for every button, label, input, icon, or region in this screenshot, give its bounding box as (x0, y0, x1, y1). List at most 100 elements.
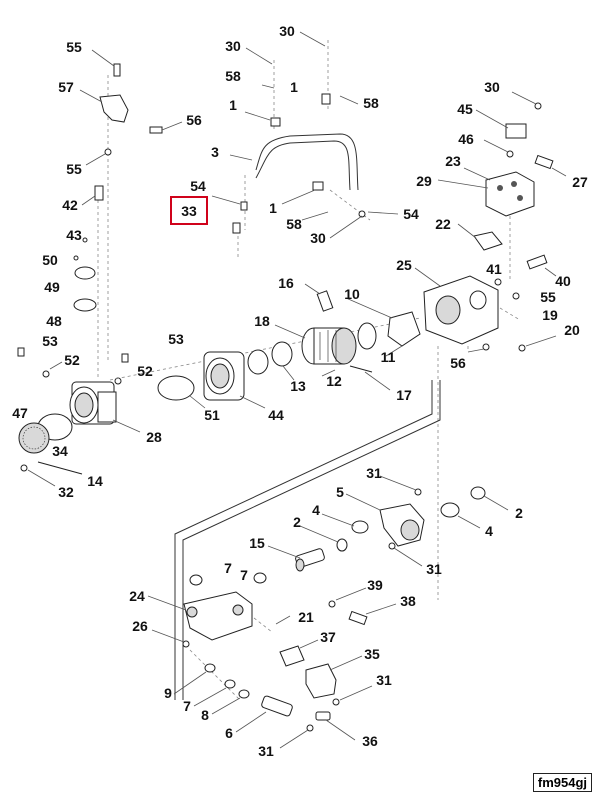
lower-routing-lines (174, 380, 441, 700)
callout-5: 5 (336, 484, 344, 500)
callout-13: 13 (290, 378, 306, 394)
callout-54: 54 (403, 206, 419, 222)
callout-37: 37 (320, 629, 336, 645)
callout-15: 15 (249, 535, 265, 551)
washer-55-right (512, 292, 520, 300)
oring-8 (238, 689, 250, 699)
ring-12 (357, 322, 377, 350)
callout-30: 30 (310, 230, 326, 246)
fitting-1-c (312, 181, 324, 191)
callout-54: 54 (190, 178, 206, 194)
seal-13a (247, 349, 269, 375)
screen-34 (18, 422, 50, 454)
fitting-1-a (270, 117, 281, 127)
callout-30: 30 (225, 38, 241, 54)
fitting-33 (232, 222, 241, 234)
callout-55: 55 (66, 39, 82, 55)
callout-30: 30 (484, 79, 500, 95)
callout-57: 57 (58, 79, 74, 95)
module-35 (305, 663, 337, 699)
manifold-24-group (147, 545, 397, 749)
callout-11: 11 (381, 349, 396, 365)
seal-51 (157, 375, 195, 401)
clip-16 (316, 290, 334, 312)
oring-7-a (253, 572, 267, 584)
throttle-body-28 (69, 381, 117, 425)
washer-55 (104, 148, 112, 156)
gasket-37 (279, 645, 305, 667)
callout-42: 42 (62, 197, 78, 213)
sensor-45 (505, 123, 527, 139)
callout-48: 48 (46, 313, 62, 329)
callout-47: 47 (12, 405, 28, 421)
seal-13b (271, 341, 293, 367)
screw-54 (240, 201, 248, 211)
callout-21: 21 (298, 609, 314, 625)
callout-14: 14 (87, 473, 103, 489)
oring-4-left (351, 520, 369, 534)
callout-2: 2 (293, 514, 301, 530)
nut-54-right (358, 210, 366, 218)
callout-33: 33 (181, 203, 197, 219)
upper-hose-assembly (211, 31, 399, 258)
washer-43 (82, 237, 88, 243)
callout-56: 56 (186, 112, 202, 128)
callout-labels: 55 57 56 55 42 43 50 49 48 53 52 47 34 3… (12, 23, 588, 759)
filter-18 (301, 327, 357, 365)
sensor-27 (534, 154, 554, 170)
callout-12: 12 (326, 373, 342, 389)
callout-39: 39 (367, 577, 383, 593)
callout-31: 31 (376, 672, 392, 688)
callout-20: 20 (564, 322, 580, 338)
cap-49 (74, 266, 96, 280)
oring-2-left (336, 538, 348, 552)
screw-32 (20, 464, 28, 472)
callout-52: 52 (64, 352, 80, 368)
right-block-group (414, 91, 567, 600)
callout-10: 10 (344, 286, 360, 302)
washer-41 (494, 278, 502, 286)
callout-40: 40 (555, 273, 571, 289)
callout-58: 58 (286, 216, 302, 232)
callout-50: 50 (42, 252, 58, 268)
callout-6: 6 (225, 725, 233, 741)
callout-31: 31 (366, 465, 382, 481)
callout-52: 52 (137, 363, 153, 379)
callout-27: 27 (572, 174, 588, 190)
callout-7: 7 (240, 567, 248, 583)
oring-7-b (189, 574, 203, 586)
screw-31-d (306, 724, 314, 732)
screw-26 (182, 640, 190, 648)
oring-2-right (470, 486, 486, 500)
bolt-56-right (482, 343, 490, 351)
callout-34: 34 (52, 443, 68, 459)
diagram-reference-code: fm954gj (532, 773, 592, 792)
screw-31-b (388, 542, 396, 550)
callout-32: 32 (58, 484, 74, 500)
callout-1: 1 (290, 79, 298, 95)
throttle-44 (203, 351, 245, 401)
callout-58: 58 (225, 68, 241, 84)
pin-17 (349, 365, 373, 373)
bracket-57 (99, 94, 129, 123)
callout-30: 30 (279, 23, 295, 39)
screw-30-right (534, 102, 542, 110)
callout-3: 3 (211, 144, 219, 160)
rod-14 (37, 461, 83, 475)
callout-45: 45 (457, 101, 473, 117)
coupler-15 (295, 548, 325, 572)
callout-55: 55 (66, 161, 82, 177)
flange-10 (387, 311, 421, 347)
callout-49: 49 (44, 279, 60, 295)
elbow-5 (379, 503, 425, 547)
sensor-40 (526, 254, 548, 270)
callout-9: 9 (164, 685, 172, 701)
valve-6 (261, 695, 293, 717)
oring-4-right (440, 502, 460, 518)
fitting-53-right (121, 353, 129, 363)
oring-48 (73, 298, 97, 312)
gasket-22 (473, 231, 503, 251)
callout-23: 23 (445, 153, 461, 169)
callout-17: 17 (396, 387, 412, 403)
elbow-5-group (299, 475, 509, 567)
